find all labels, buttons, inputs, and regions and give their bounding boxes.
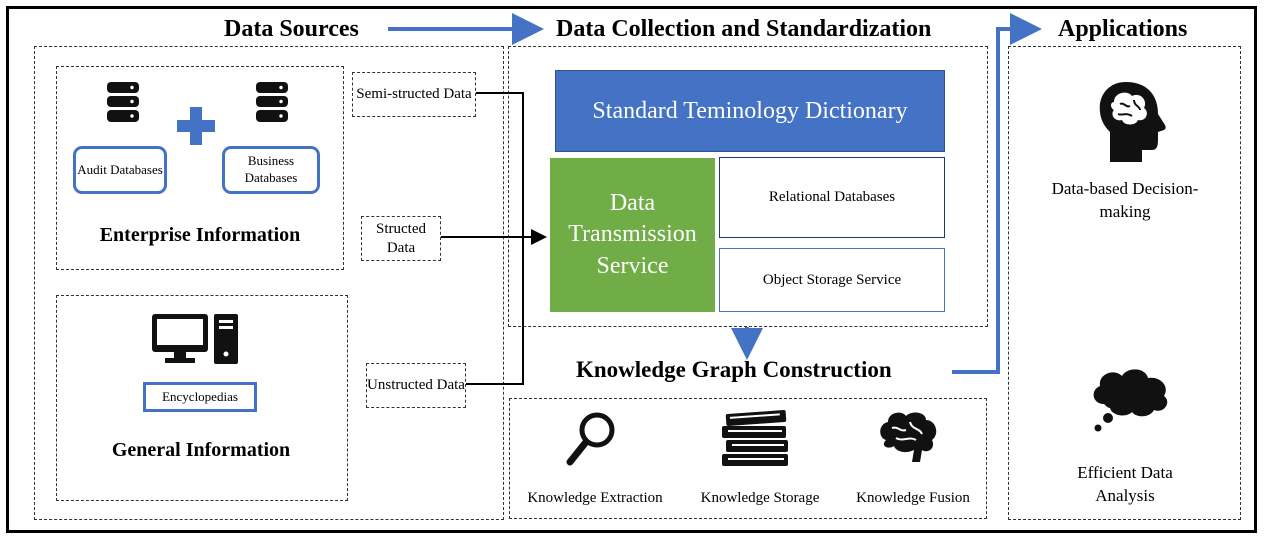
applications-panel [1008,46,1241,520]
database-icon [107,82,139,122]
connector-semi-structed [476,92,524,237]
standard-terminology-dictionary-box: Standard Teminology Dictionary [555,70,945,152]
relational-databases-box: Relational Databases [719,157,945,238]
head-brain-icon [1099,82,1166,162]
knowledge-fusion-label: Knowledge Fusion [856,490,970,506]
header-data-sources: Data Sources [224,16,359,42]
efficient-data-analysis-label: Efficient Data Analysis [1077,463,1173,505]
brain-icon [880,412,937,462]
knowledge-graph-panel [509,398,987,519]
unstructed-data-tag: Unstructed Data [366,363,466,408]
enterprise-information-label: Enterprise Information [99,224,301,246]
connector-unstructed [466,237,524,385]
general-information-label: General Information [111,439,291,461]
magnifier-icon [566,412,615,466]
computer-icon [152,314,238,364]
semi-structed-data-tag: Semi-structed Data [352,72,476,117]
books-icon [722,410,788,466]
plus-icon [177,107,215,145]
encyclopedias-box: Encyclopedias [143,382,257,412]
data-transmission-service-box: Data Transmission Service [550,158,715,312]
general-information-box [56,295,348,501]
thought-cloud-icon [1093,369,1168,432]
data-sources-panel [34,46,504,520]
knowledge-extraction-label: Knowledge Extraction [527,490,663,506]
diagram-frame [6,6,1257,533]
object-storage-service-box: Object Storage Service [719,248,945,312]
enterprise-information-box [56,66,344,270]
database-icon [256,82,288,122]
arrow-kg-to-applications [952,13,1042,374]
business-databases-box: Business Databases [222,146,320,194]
structed-data-tag: Structed Data [361,216,441,261]
audit-databases-box: Audit Databases [73,146,167,194]
data-collection-panel [508,46,988,327]
knowledge-storage-label: Knowledge Storage [700,490,820,506]
header-knowledge-graph: Knowledge Graph Construction [576,357,892,382]
header-data-collection: Data Collection and Standardization [556,16,932,42]
decision-making-label: Data-based Decision-making [1051,179,1199,221]
header-applications: Applications [1058,16,1188,42]
